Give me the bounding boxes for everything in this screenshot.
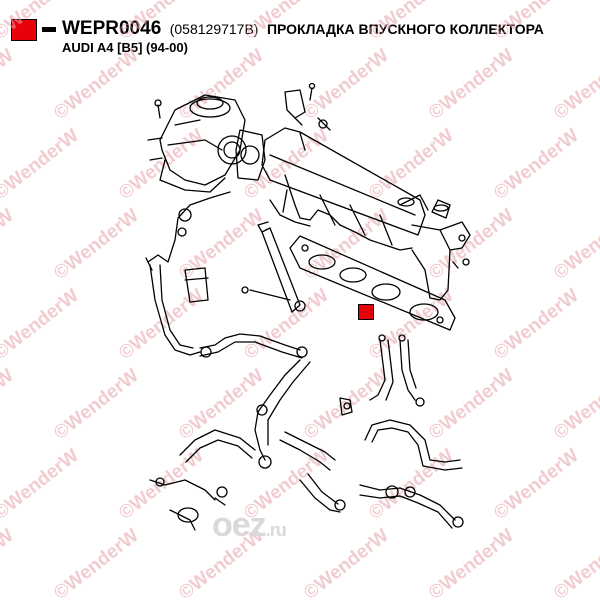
manifold-gasket [289, 235, 456, 331]
watermark-text: ©WenderW [0, 0, 83, 44]
watermark-text: ©WenderW [0, 285, 83, 364]
lower-hose [179, 429, 336, 471]
watermark-text: ©WenderW [300, 365, 393, 444]
throttle-body [147, 94, 247, 193]
watermark-text: ©WenderW [115, 0, 208, 44]
watermark-text: ©WenderW [0, 365, 18, 444]
part-description: ПРОКЛАДКА ВПУСКНОГО КОЛЛЕКТОРА [266, 21, 544, 37]
site-logo-suffix: .ru [265, 520, 287, 540]
watermark-text: ©WenderW [425, 205, 518, 284]
watermark-text: ©WenderW [490, 125, 583, 204]
watermark-text: ©WenderW [365, 125, 458, 204]
title-line: WEPR0046 (058129717B) ПРОКЛАДКА ВПУСКНОГ… [62, 18, 544, 40]
throttle-gasket [235, 129, 266, 181]
watermark-text: ©WenderW [50, 205, 143, 284]
sensor [339, 397, 353, 416]
site-logo-name: oez [212, 506, 267, 544]
watermark-text: ©WenderW [0, 125, 83, 204]
vehicle-model: AUDI A4 [B5] (94-00) [62, 40, 188, 55]
watermark-text: ©WenderW [550, 525, 600, 600]
part-color-indicator [11, 19, 37, 41]
watermark-text: ©WenderW [550, 205, 600, 284]
part-code: WEPR0046 [62, 18, 162, 39]
intake-manifold [261, 127, 451, 301]
bottom-hose-group [149, 473, 346, 531]
watermark-text: ©WenderW [0, 205, 18, 284]
watermark-text: ©WenderW [365, 0, 458, 44]
watermark-text: ©WenderW [425, 45, 518, 124]
watermark-text: ©WenderW [50, 525, 143, 600]
pressure-regulator [184, 267, 209, 303]
watermark-text: ©WenderW [365, 445, 458, 524]
watermark-text: ©WenderW [50, 365, 143, 444]
support-bracket [241, 221, 306, 313]
watermark-text: ©WenderW [425, 525, 518, 600]
watermark-text: ©WenderW [175, 45, 268, 124]
watermark-text: ©WenderW [490, 0, 583, 44]
watermark-text: ©WenderW [365, 285, 458, 364]
watermark-text: ©WenderW [490, 285, 583, 364]
watermark-text: ©WenderW [175, 205, 268, 284]
metal-pipe [359, 419, 464, 529]
part-location-marker [358, 304, 374, 320]
watermark-text: ©WenderW [300, 525, 393, 600]
watermark-text: ©WenderW [550, 365, 600, 444]
oem-number: (058129717B) [169, 21, 259, 37]
dash-mark [42, 27, 56, 32]
watermark-text: ©WenderW [0, 525, 18, 600]
header: WEPR0046 (058129717B) ПРОКЛАДКА ВПУСКНОГ… [8, 16, 598, 56]
watermark-text: ©WenderW [550, 45, 600, 124]
watermark-text: ©WenderW [0, 45, 18, 124]
watermark-text: ©WenderW [0, 445, 83, 524]
short-hoses-right [369, 334, 425, 407]
vacuum-hose-center [199, 333, 308, 359]
bracket-top [284, 82, 331, 131]
watermark-text: ©WenderW [50, 45, 143, 124]
right-bracket [431, 199, 471, 269]
breather-hose [254, 359, 311, 461]
site-logo: oez.ru [212, 506, 287, 545]
vacuum-hose-left [145, 191, 231, 356]
watermark-text: ©WenderW [240, 0, 333, 44]
watermark-text: ©WenderW [490, 445, 583, 524]
watermark-text: ©WenderW [300, 205, 393, 284]
watermark-text: ©WenderW [425, 365, 518, 444]
